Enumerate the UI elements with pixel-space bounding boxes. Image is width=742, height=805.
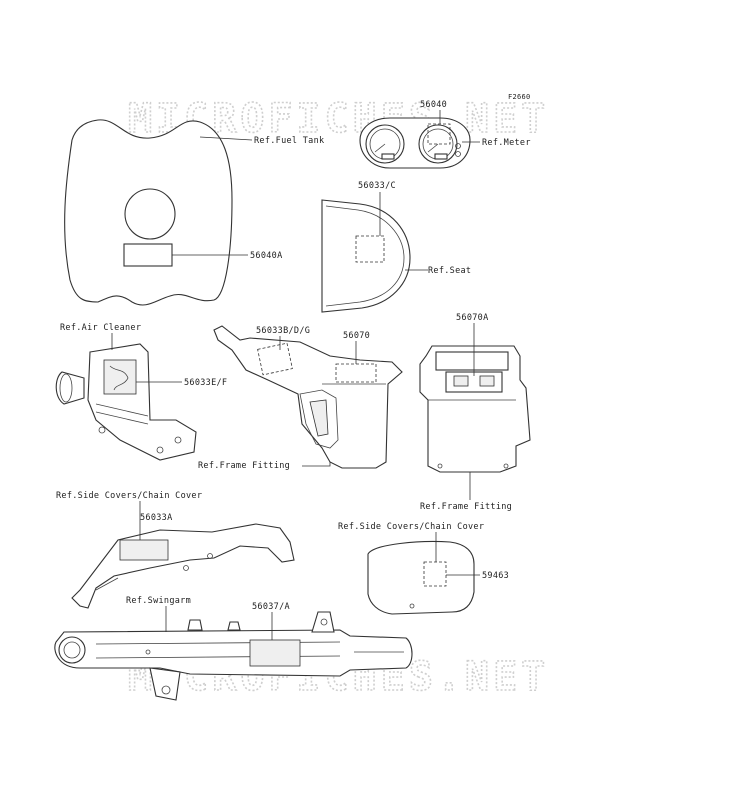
- label-56040: 56040: [420, 100, 447, 110]
- label-ref-frame-fitting-2: Ref.Frame Fitting: [420, 502, 512, 512]
- label-ref-seat: Ref.Seat: [428, 266, 471, 276]
- label-ref-fuel-tank: Ref.Fuel Tank: [254, 136, 324, 146]
- chain-cover-part: [71, 523, 295, 609]
- center-cover-part: [213, 325, 403, 469]
- label-ref-meter: Ref.Meter: [482, 138, 531, 148]
- label-56033c: 56033/C: [358, 181, 396, 191]
- label-ref-air-cleaner: Ref.Air Cleaner: [60, 323, 141, 333]
- seat-part: [321, 199, 411, 313]
- label-56033ef: 56033E/F: [184, 378, 227, 388]
- label-56070a: 56070A: [456, 313, 489, 323]
- label-ref-frame-fitting-1: Ref.Frame Fitting: [198, 461, 290, 471]
- frame-fitting-box-part: [419, 345, 531, 473]
- side-cover-part: [367, 540, 475, 615]
- meter-part: [359, 117, 471, 169]
- label-ref-swingarm: Ref.Swingarm: [126, 596, 191, 606]
- frame-fitting-1-leader: [302, 462, 331, 467]
- air-cleaner-part: [55, 343, 197, 461]
- label-56037a: 56037/A: [252, 602, 290, 612]
- label-56070: 56070: [343, 331, 370, 341]
- label-56033bdg: 56033B/D/G: [256, 326, 310, 336]
- label-ref-side-covers-2: Ref.Side Covers/Chain Cover: [338, 522, 484, 532]
- fuel-tank-leader: [199, 136, 253, 141]
- figure-code: F2660: [508, 93, 531, 101]
- label-56033a: 56033A: [140, 513, 173, 523]
- fuel-tank-part: [64, 119, 233, 306]
- label-ref-side-covers-1: Ref.Side Covers/Chain Cover: [56, 491, 202, 501]
- swingarm-part: [54, 611, 413, 701]
- label-59463: 59463: [482, 571, 509, 581]
- label-56040a: 56040A: [250, 251, 283, 261]
